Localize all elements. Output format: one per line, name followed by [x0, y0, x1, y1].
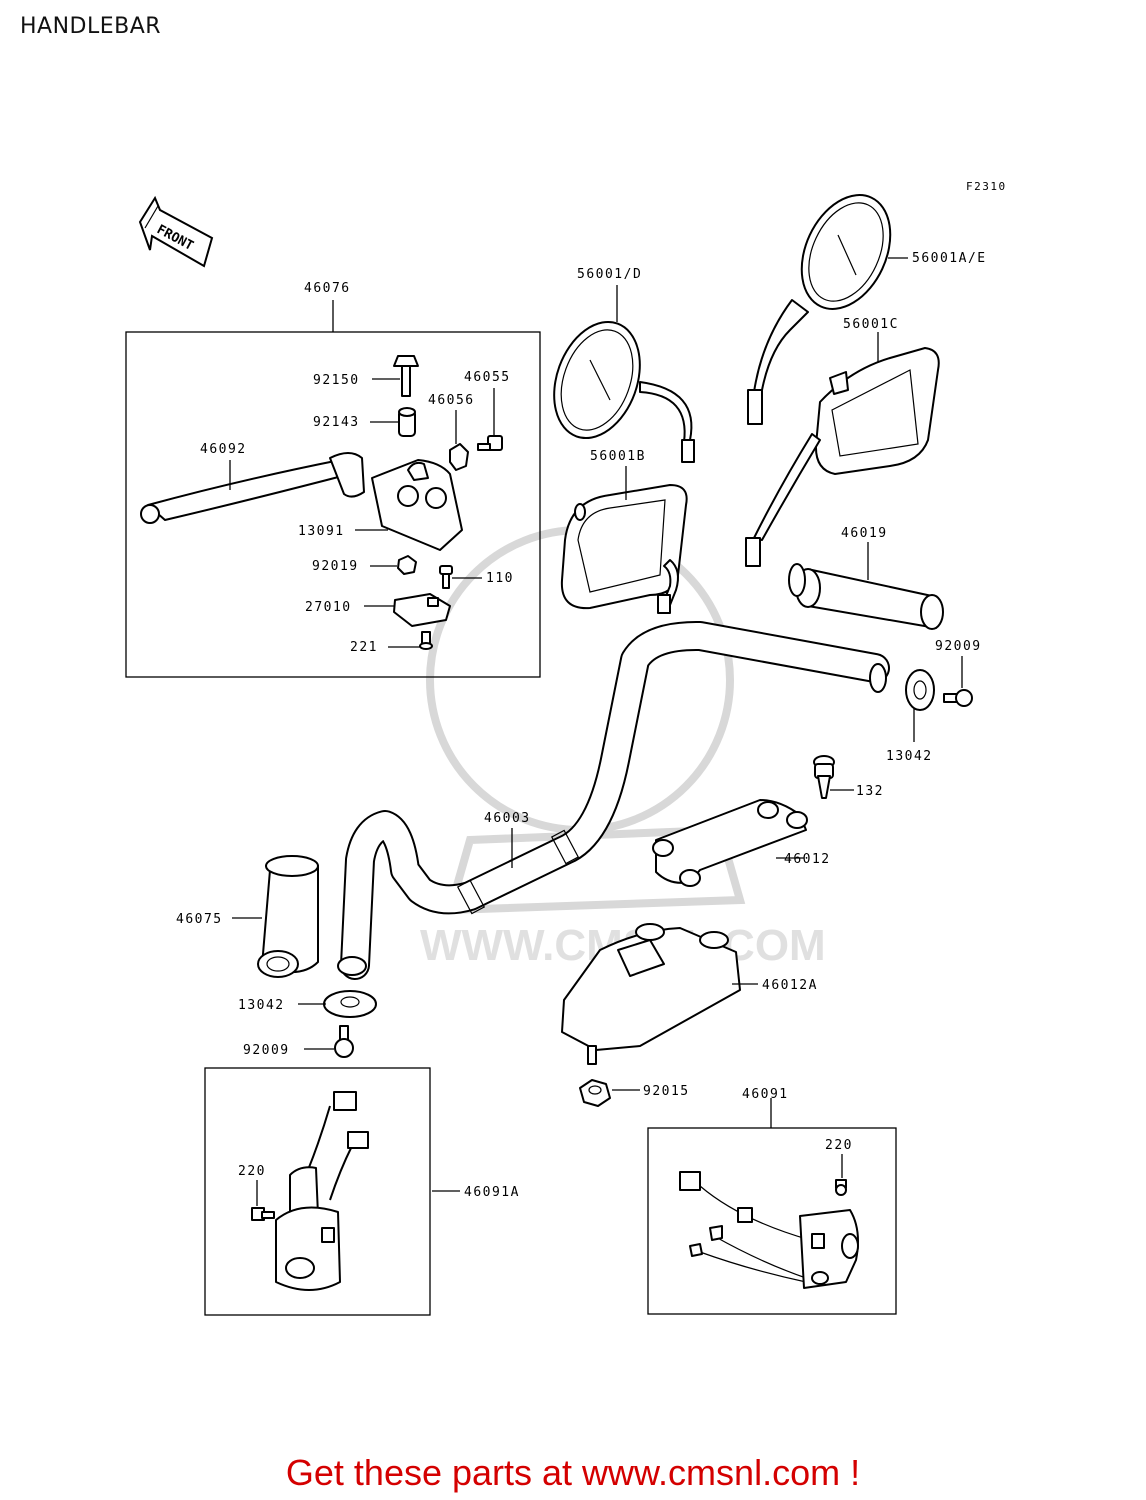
holder-46012a [561, 923, 741, 1065]
label-110: 110 [486, 571, 514, 586]
figure-code: F2310 [966, 180, 1007, 193]
label-92143: 92143 [313, 415, 360, 430]
screw-221 [419, 631, 433, 650]
label-46091: 46091 [742, 1087, 789, 1102]
label-46003: 46003 [484, 811, 531, 826]
label-220-left: 220 [238, 1164, 266, 1179]
grip-46075 [257, 855, 319, 978]
mirror-56001-d [553, 320, 695, 463]
screw-110 [439, 565, 453, 589]
screw-46055 [477, 435, 503, 451]
collar-92143 [398, 407, 416, 437]
label-46075: 46075 [176, 912, 223, 927]
label-56001c: 56001C [843, 317, 899, 332]
bolt-92150 [393, 355, 419, 397]
mirror-56001-ae [747, 194, 892, 425]
label-46076: 46076 [304, 281, 351, 296]
label-46019: 46019 [841, 526, 888, 541]
weight-13042-right [905, 669, 935, 711]
screw-220-left [251, 1207, 275, 1221]
label-46091a: 46091A [464, 1185, 520, 1200]
switch-housing-46091a [275, 1091, 369, 1291]
screw-92009-left [334, 1025, 354, 1058]
label-46056: 46056 [428, 393, 475, 408]
label-13042-right: 13042 [886, 749, 933, 764]
switch-27010 [393, 593, 451, 627]
screw-220-right [835, 1179, 847, 1196]
label-56001b: 56001B [590, 449, 646, 464]
footer-link[interactable]: Get these parts at www.cmsnl.com ! [285, 1452, 861, 1493]
nut-92015 [579, 1079, 611, 1107]
mirror-56001-c [745, 347, 940, 567]
switch-box-46091 [647, 1127, 897, 1315]
label-92150: 92150 [313, 373, 360, 388]
label-92009-right: 92009 [935, 639, 982, 654]
label-56001ae: 56001A/E [912, 251, 987, 266]
switch-box-46091a [204, 1067, 431, 1316]
holder-46012 [652, 799, 808, 887]
label-92009-left: 92009 [243, 1043, 290, 1058]
mirror-56001-b [560, 484, 688, 614]
switch-housing-46091 [679, 1171, 859, 1289]
screw-92009-right [943, 689, 973, 707]
label-46012a: 46012A [762, 978, 818, 993]
weight-13042-left [323, 990, 377, 1018]
label-92015: 92015 [643, 1084, 690, 1099]
label-13042-left: 13042 [238, 998, 285, 1013]
label-46092: 46092 [200, 442, 247, 457]
grip-46019 [788, 563, 944, 630]
nut-92019 [397, 555, 417, 575]
label-92019: 92019 [312, 559, 359, 574]
label-221: 221 [350, 640, 378, 655]
label-46055: 46055 [464, 370, 511, 385]
label-27010: 27010 [305, 600, 352, 615]
label-56001d: 56001/D [577, 267, 642, 282]
lever-46092 [147, 459, 351, 521]
label-220-right: 220 [825, 1138, 853, 1153]
label-132: 132 [856, 784, 884, 799]
front-arrow-icon: FRONT [138, 195, 214, 268]
nut-46056 [449, 443, 469, 471]
bolt-132 [813, 755, 835, 799]
bracket-13091 [371, 459, 463, 551]
label-46012: 46012 [784, 852, 831, 867]
page-title: HANDLEBAR [20, 14, 162, 39]
label-13091: 13091 [298, 524, 345, 539]
